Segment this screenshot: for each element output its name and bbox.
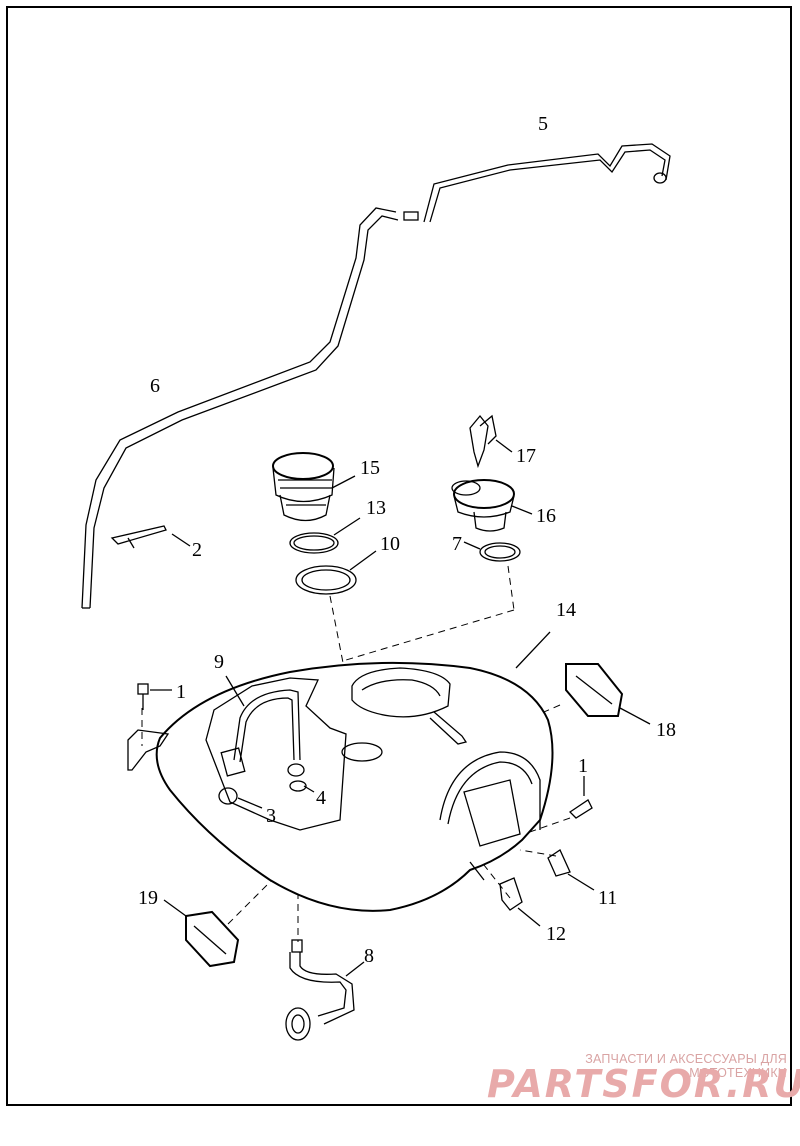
part-bolt-1-right — [568, 776, 593, 819]
part-gasket-10 — [295, 550, 377, 595]
callout-7: 7 — [452, 533, 462, 555]
callout-3: 3 — [266, 805, 276, 827]
part-fuel-tank-14 — [155, 631, 554, 912]
part-oring-13 — [289, 517, 361, 554]
callout-13: 13 — [366, 497, 386, 519]
callout-14: 14 — [556, 599, 576, 621]
callout-15: 15 — [360, 457, 380, 479]
callout-16: 16 — [536, 505, 556, 527]
part-cap-15 — [272, 452, 356, 522]
part-fuel-cap-16 — [451, 479, 533, 532]
callout-18: 18 — [656, 719, 676, 741]
callout-1-left: 1 — [176, 681, 186, 703]
part-bumper-11 — [547, 849, 595, 891]
part-crossover-hose-9 — [220, 675, 305, 777]
part-fitting-4 — [289, 780, 315, 793]
part-cable-strap-2 — [110, 525, 191, 549]
diagram-frame — [6, 6, 792, 1106]
part-keys-17 — [469, 414, 513, 469]
part-vent-hose-5 — [403, 143, 671, 223]
callout-2: 2 — [192, 539, 202, 561]
callout-9: 9 — [214, 651, 224, 673]
callout-10: 10 — [380, 533, 400, 555]
callout-5: 5 — [538, 113, 548, 135]
part-fitting-3 — [218, 787, 263, 809]
part-gasket-7 — [463, 541, 521, 562]
callout-8: 8 — [364, 945, 374, 967]
watermark-subtitle: ЗАПЧАСТИ И АКСЕССУАРЫ ДЛЯ МОТОТЕХНИКИ — [585, 1052, 787, 1080]
callout-4: 4 — [316, 787, 326, 809]
part-emblem-18 — [565, 663, 651, 725]
part-fuel-line-8 — [285, 939, 365, 1041]
callout-17: 17 — [516, 445, 536, 467]
callout-6: 6 — [150, 375, 160, 397]
part-bumper-12 — [499, 877, 541, 927]
part-bolt-1-left — [127, 683, 172, 771]
callout-19: 19 — [138, 887, 158, 909]
part-emblem-19 — [163, 899, 240, 968]
callout-1-right: 1 — [578, 755, 588, 777]
callout-11: 11 — [598, 887, 617, 909]
part-vent-line-6 — [81, 207, 399, 609]
watermark-logo: PARTSFOR.RU — [487, 1062, 800, 1106]
callout-labels: 5 6 17 15 13 16 2 10 7 14 9 1 18 1 4 3 1… — [138, 113, 676, 967]
callout-12: 12 — [546, 923, 566, 945]
